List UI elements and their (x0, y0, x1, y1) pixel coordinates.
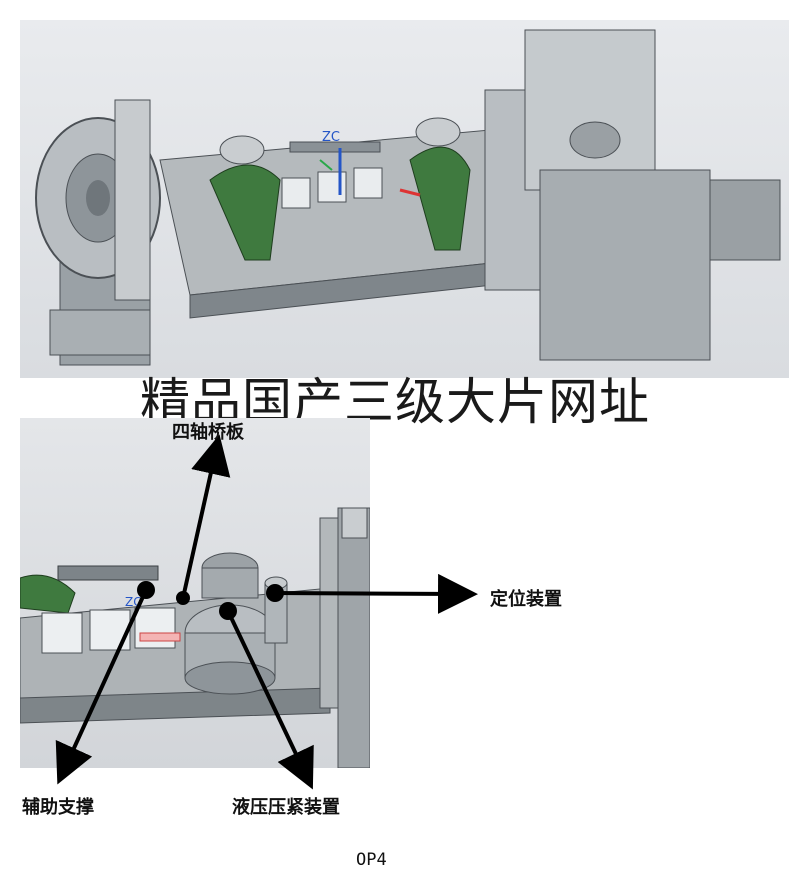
axis-label: ZC (322, 130, 340, 145)
locating-device-label: 定位装置 (490, 589, 562, 610)
coordinate-axis: ZC (319, 130, 342, 195)
fixture-overview-image: ZC (20, 20, 789, 378)
hydraulic-clamp-label: 液压压紧装置 (232, 797, 340, 818)
hydraulic-clamp-body (184, 552, 276, 695)
green-clamp-arms (209, 117, 471, 261)
detail-green-arm (20, 574, 76, 614)
bridge-plate-label: 四轴桥板 (172, 422, 244, 443)
fixture-detail-image: ZC (20, 418, 370, 768)
detail-axis-label: ZC (125, 595, 142, 609)
aux-support-label: 辅助支撑 (22, 797, 94, 818)
locating-pin (264, 576, 288, 644)
right-trunnion (484, 29, 781, 361)
left-trunnion (35, 99, 161, 366)
operation-label: OP4 (356, 850, 387, 870)
